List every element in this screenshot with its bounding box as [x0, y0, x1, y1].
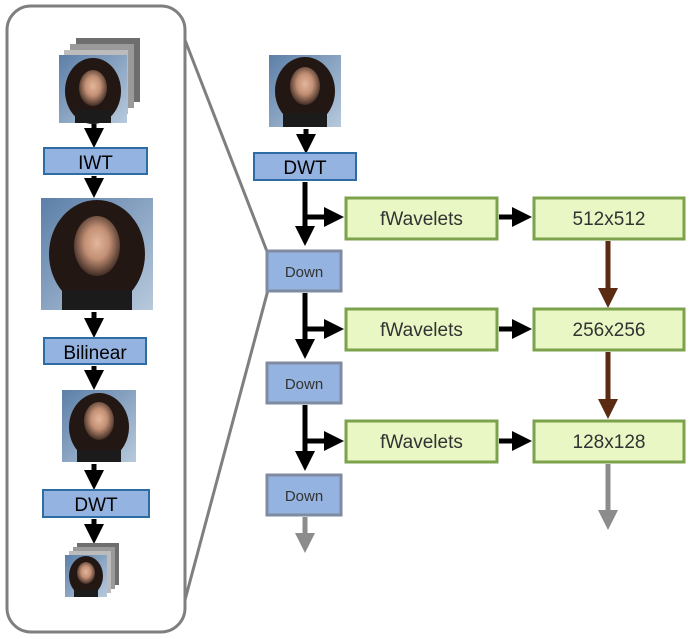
inset-bilinear-label: Bilinear [63, 343, 127, 364]
resolution-label: 512x512 [573, 209, 646, 230]
main-dwt-box [253, 152, 357, 181]
fwavelets-box [344, 307, 499, 352]
inset-iwt-label: IWT [78, 153, 113, 174]
main-dwt-label: DWT [283, 158, 327, 179]
inset-stacked-photo-top [59, 38, 140, 124]
down-box [265, 473, 343, 517]
resolution-label: 128x128 [573, 432, 646, 453]
inset-stacked-photo-bottom [65, 543, 119, 597]
zoom-line-top [183, 39, 270, 255]
fwavelets-box [344, 419, 499, 464]
resolution-box-256 [532, 307, 686, 352]
inset-bilinear-box [43, 337, 147, 365]
inset-dwt-box [42, 489, 150, 518]
zoom-line-bottom [183, 289, 270, 601]
inset-medium-photo [62, 390, 136, 462]
down-label: Down [285, 488, 323, 505]
down-label: Down [285, 376, 323, 393]
inset-iwt-box [43, 147, 148, 175]
fwavelets-label: fWavelets [380, 320, 463, 341]
down-label: Down [285, 264, 323, 281]
down-box [265, 249, 343, 293]
down-box [265, 361, 343, 405]
portrait-photo [59, 55, 127, 124]
inset-large-photo [41, 198, 153, 310]
fwavelets-box [344, 196, 499, 241]
inset-dwt-label: DWT [74, 495, 118, 516]
fwavelets-label: fWavelets [380, 209, 463, 230]
resolution-box-128 [532, 419, 686, 464]
resolution-label: 256x256 [573, 320, 646, 341]
main-input-photo [269, 55, 341, 127]
fwavelets-label: fWavelets [380, 432, 463, 453]
resolution-box-512 [532, 196, 686, 241]
